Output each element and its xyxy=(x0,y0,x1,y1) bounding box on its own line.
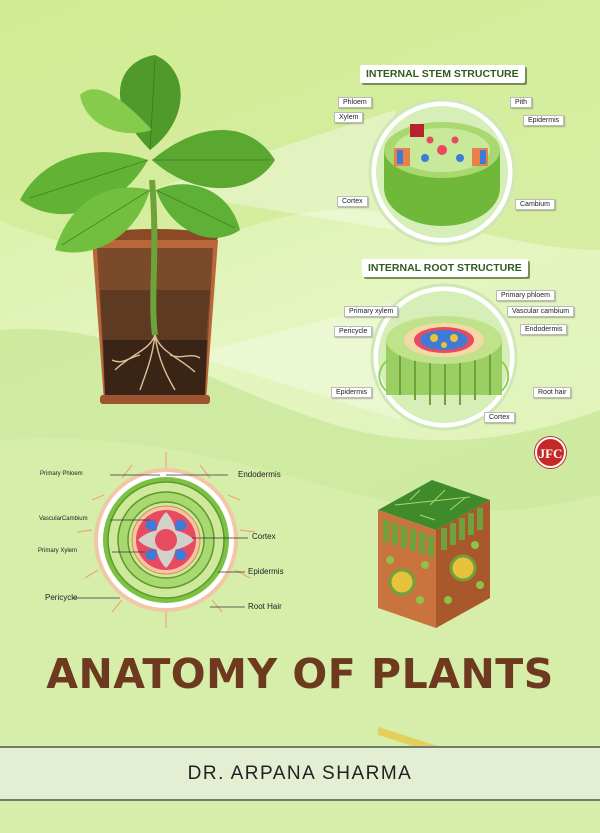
stem-cross-section xyxy=(368,98,516,246)
root-cross-section xyxy=(370,283,518,431)
author-name: DR. ARPANA SHARMA xyxy=(187,763,413,784)
stem-label-cortex: Cortex xyxy=(337,196,368,207)
root-label-cortex: Cortex xyxy=(484,412,515,423)
potted-plant-illustration xyxy=(20,55,275,404)
diagram-label-root-hair: Root Hair xyxy=(248,602,282,611)
root-section-title: INTERNAL ROOT STRUCTURE xyxy=(362,259,528,277)
diagram-label-primary-xylem: Primary Xylem xyxy=(38,548,78,554)
root-section-diagram xyxy=(72,452,256,628)
root-label-epidermis: Epidermis xyxy=(331,387,373,398)
diagram-label-primary-phloem: Primary Phloem xyxy=(40,471,83,477)
root-label-root-hair: Root hair xyxy=(533,387,572,398)
book-title: ANATOMY OF PLANTS xyxy=(46,650,554,698)
stem-label-xylem: Xylem xyxy=(334,112,364,123)
publisher-logo: JFC xyxy=(535,437,566,468)
band-top-divider xyxy=(0,746,600,748)
root-label-primary-xylem: Primary xylem xyxy=(344,306,399,317)
root-label-pericycle: Pericycle xyxy=(334,326,373,337)
root-label-primary-phloem: Primary phloem xyxy=(496,290,556,301)
author-band xyxy=(0,748,600,799)
stem-section-title: INTERNAL STEM STRUCTURE xyxy=(360,65,525,83)
diagram-label-vascular-cambium: VascularCambium xyxy=(39,516,88,522)
stem-label-cambium: Cambium xyxy=(515,199,555,210)
diagram-label-cortex: Cortex xyxy=(252,532,276,541)
band-bottom-divider xyxy=(0,799,600,801)
root-label-vascular-cambium: Vascular cambium xyxy=(507,306,575,317)
stem-label-pith: Pith xyxy=(510,97,533,108)
leaf-tissue-block xyxy=(378,480,490,754)
diagram-label-epidermis: Epidermis xyxy=(248,567,284,576)
stem-label-phloem: Phloem xyxy=(338,97,372,108)
root-label-endodermis: Endodermis xyxy=(520,324,568,335)
diagram-label-pericycle: Pericycle xyxy=(45,593,78,602)
diagram-label-endodermis: Endodermis xyxy=(238,470,281,479)
stem-label-epidermis: Epidermis xyxy=(523,115,565,126)
